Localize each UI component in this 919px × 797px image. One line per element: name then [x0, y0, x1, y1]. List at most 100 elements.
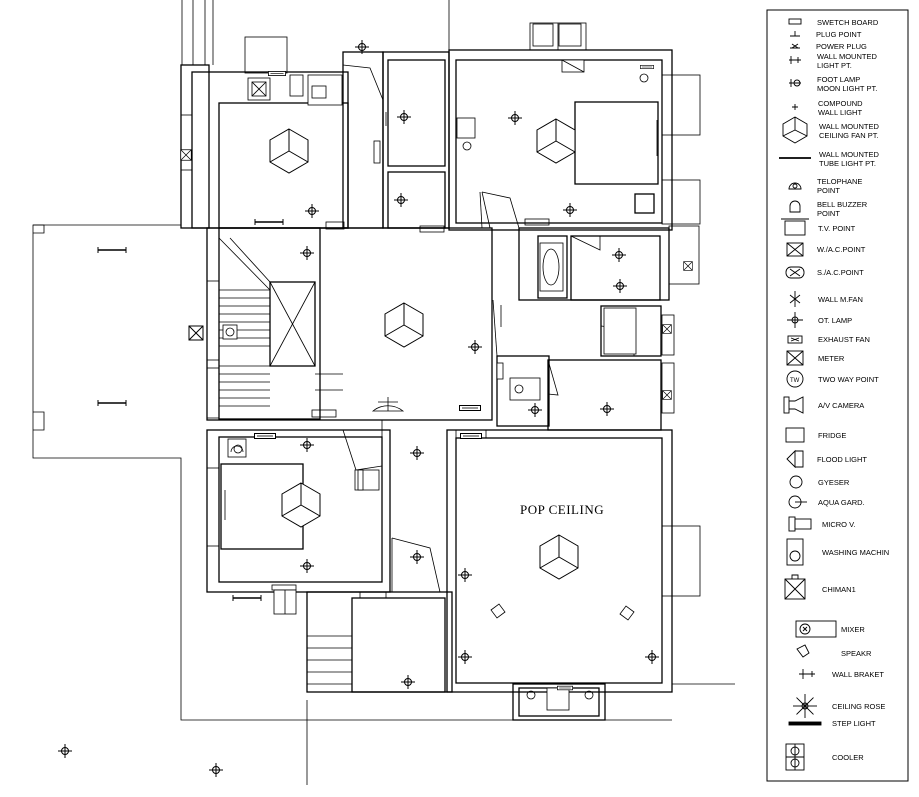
legend-label: WASHING MACHIN: [822, 548, 889, 557]
legend-row: GYESER: [789, 475, 850, 489]
wall-light-icon: [58, 744, 72, 758]
legend-row: FRIDGE: [785, 427, 846, 443]
legend-label: WALL MOUNTED: [819, 150, 879, 159]
switch-boards: [254, 64, 654, 691]
ac-point-icon: [662, 390, 672, 400]
legend-label: WALL MOUNTED: [819, 122, 879, 131]
ceiling-fan-icon: [539, 534, 579, 580]
legend-label: FOOT LAMP: [817, 75, 860, 84]
ceiling-rose-icon: [793, 694, 817, 718]
legend-row: SPEAKR: [796, 644, 872, 658]
tube-light-icon: [232, 595, 262, 601]
wall-light-icon: [410, 550, 424, 564]
wall-light-icon: [508, 111, 522, 125]
ceiling-fan-icon: [281, 482, 321, 528]
legend-label: COOLER: [832, 753, 864, 762]
legend-row: WASHING MACHIN: [786, 538, 889, 566]
legend-label-line2: LIGHT PT.: [817, 61, 852, 70]
ceiling-fan-icon: [269, 128, 309, 174]
legend-row: S./A.C.POINT: [785, 266, 864, 279]
wall-light-icon: [563, 203, 577, 217]
foot-lamp-icon: [789, 79, 801, 87]
legend-row: MIXER: [795, 620, 865, 638]
wall-light-icon: [394, 193, 408, 207]
legend-label: SWETCH BOARD: [817, 18, 879, 27]
legend-label: CEILING ROSE: [832, 702, 885, 711]
cooler-icon: [785, 743, 805, 771]
wall-light-icon: [458, 568, 472, 582]
legend-row: STEP LIGHT: [788, 719, 876, 728]
legend-row: W./A.C.POINT: [786, 242, 866, 257]
legend-label: METER: [818, 354, 845, 363]
telephone-icon: [788, 182, 802, 190]
microwave-icon: [788, 516, 812, 532]
legend-label: COMPOUND: [818, 99, 863, 108]
legend-label-line2: POINT: [817, 186, 840, 195]
ac-point-icon: [662, 324, 672, 334]
wall-light-icon: [645, 650, 659, 664]
legend-label: S./A.C.POINT: [817, 268, 864, 277]
legend-row: METER: [786, 350, 845, 366]
building-walls: [32, 0, 735, 785]
legend-label: SPEAKR: [841, 649, 872, 658]
wall-light-icon: [612, 248, 626, 262]
legend-label: FLOOD LIGHT: [817, 455, 867, 464]
ac-point-icon: [188, 325, 204, 341]
switch-board-icon: [268, 71, 286, 76]
tv-point-icon: [781, 218, 809, 236]
exhaust-fan-icon: [787, 335, 803, 344]
switch-board-icon: [788, 18, 802, 25]
legend-row: SWETCH BOARD: [788, 18, 879, 27]
power-plug-icon: [790, 43, 800, 49]
wall-light-icon: [789, 56, 801, 64]
legend-row: CEILING ROSE: [793, 694, 885, 718]
meter-icon: [786, 350, 804, 366]
legend-label-line2: TUBE LIGHT PT.: [819, 159, 876, 168]
legend-label: WALL MOUNTED: [817, 52, 877, 61]
legend-row: POWER PLUG: [790, 42, 867, 51]
speaker-icon: [796, 644, 810, 658]
legend-label: FRIDGE: [818, 431, 846, 440]
wall-light-icon: [468, 340, 482, 354]
svg-text:TW: TW: [790, 378, 800, 384]
legend-label: OT. LAMP: [818, 316, 852, 325]
legend-label-line2: WALL LIGHT: [818, 108, 862, 117]
plug-point-icon: [790, 31, 800, 37]
tube-light-icon: [254, 219, 284, 225]
legend-label: GYESER: [818, 478, 850, 487]
ceiling-fan-icon: [536, 118, 576, 164]
wall-light-icon: [300, 438, 314, 452]
wall-light-icon: [209, 763, 223, 777]
wall-light-icon: [300, 246, 314, 260]
step-light-icon: [788, 721, 822, 726]
legend-label-line2: MOON LIGHT PT.: [817, 84, 877, 93]
legend-label-line2: CEILING FAN PT.: [819, 131, 879, 140]
room-label: POP CEILING: [520, 502, 604, 517]
camera-icon: [783, 396, 804, 414]
wall-light-icon: [305, 204, 319, 218]
washing-machine-icon: [786, 538, 804, 566]
ceiling-fan-icon: [384, 302, 424, 348]
legend-row: AQUA GARD.: [788, 495, 865, 509]
legend-label: PLUG POINT: [816, 30, 862, 39]
legend-row: COOLER: [785, 743, 864, 771]
tube-light-icon: [97, 400, 127, 406]
switch-board-icon: [459, 405, 481, 411]
wall-light-icon: [613, 279, 627, 293]
wall-light-icon: [528, 403, 542, 417]
legend-label: MICRO V.: [822, 520, 855, 529]
equipment-points: [180, 23, 693, 711]
legend-label: TELOPHANE: [817, 177, 862, 186]
geyser-icon: [789, 475, 803, 489]
ceiling-fan-icon: [782, 116, 808, 144]
legend-row: A/V CAMERA: [783, 396, 864, 414]
wall-light-icon: [600, 402, 614, 416]
legend-label: CHIMAN1: [822, 585, 856, 594]
